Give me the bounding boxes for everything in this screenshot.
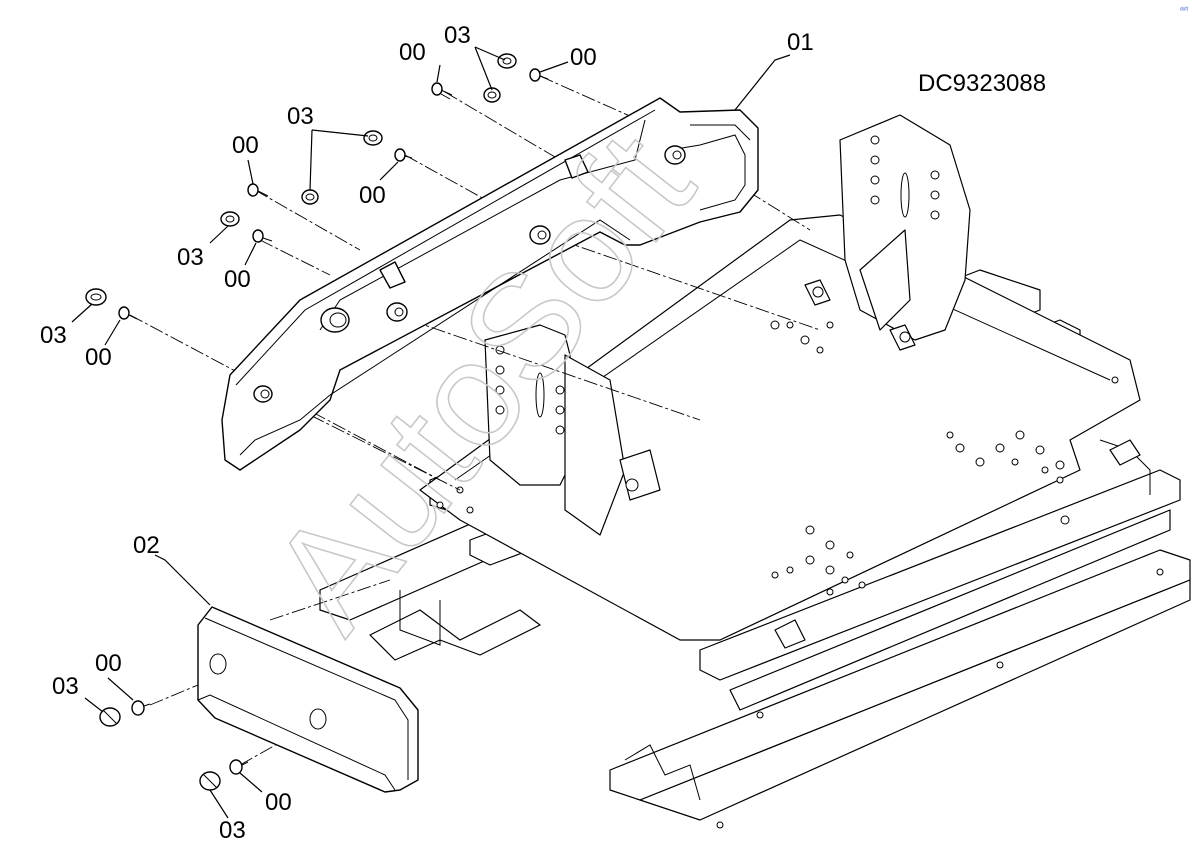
cover-part-02 [197,606,419,793]
cover-part-01 [221,97,759,471]
callout-label: 03 [287,103,314,130]
screw-icon [252,229,273,243]
screw-icon [394,148,413,162]
callout-label: 00 [359,182,386,209]
clip-icon [363,130,383,146]
screw-icon [118,306,138,320]
callout-label: 00 [232,132,259,159]
clip-icon [85,288,107,306]
clip-icon [220,211,240,227]
callout-labels: 01 02 03 00 00 03 00 00 03 00 03 00 03 0… [40,22,814,844]
screw-icon [529,68,549,82]
screw-icon [431,82,453,100]
plate-holes [436,320,1119,596]
left-bracket [484,324,661,536]
callout-label: 03 [444,22,471,49]
clip-icon [497,53,517,69]
callout-label: 00 [399,39,426,66]
callout-label: 03 [52,673,79,700]
callout-label: 00 [224,266,251,293]
right-bracket [804,114,971,351]
callout-label: 00 [95,650,122,677]
callout-label: 03 [177,244,204,271]
reference-code: DC9323088 [918,70,1046,97]
corner-mark: ᵈᵒᶠᵗ [1180,7,1189,14]
clip-icon [199,771,221,791]
callout-label: 03 [219,817,246,844]
callout-label: 02 [133,532,160,559]
screw-icon [131,700,151,716]
screw-icon [229,759,249,775]
callout-label: 01 [787,29,814,56]
leader-lines [71,46,791,819]
callout-label: 00 [570,44,597,71]
screw-icon [247,183,269,197]
callout-label: 00 [265,789,292,816]
clip-icon [483,87,501,103]
clip-icon [99,707,121,727]
clip-icon [301,189,319,205]
callout-label: 00 [85,344,112,371]
callout-label: 03 [40,322,67,349]
